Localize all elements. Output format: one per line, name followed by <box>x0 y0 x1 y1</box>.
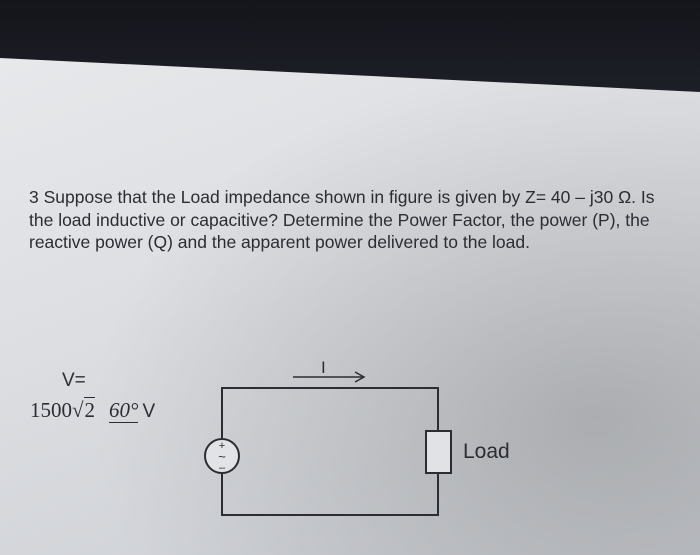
circuit-wires <box>221 387 439 516</box>
voltage-unit: V <box>142 401 156 422</box>
load-box <box>425 430 452 474</box>
voltage-label: V= <box>62 370 86 391</box>
voltage-angle: 60° <box>109 398 139 423</box>
problem-statement: 3 Suppose that the Load impedance shown … <box>29 187 655 253</box>
voltage-phasor: 1500√2 60°V <box>30 397 156 423</box>
current-arrow <box>293 371 366 383</box>
voltage-magnitude: 1500 <box>30 398 72 422</box>
current-label: I <box>321 358 326 377</box>
source-minus: – <box>219 462 226 474</box>
load-label: Load <box>463 440 510 463</box>
source-tilde: ~ <box>218 449 226 464</box>
ac-source-icon: + ~ – <box>204 438 240 474</box>
voltage-root: 2 <box>83 397 96 422</box>
source-plus: + <box>219 440 225 452</box>
sqrt-symbol: √ <box>72 398 84 422</box>
